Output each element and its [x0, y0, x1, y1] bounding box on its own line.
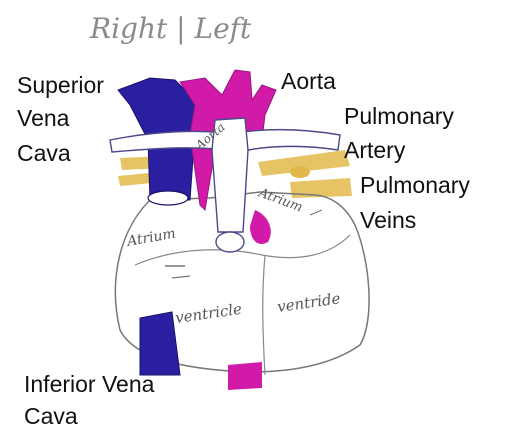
side-orientation-label: Right | Left [90, 12, 251, 45]
septum-line [263, 255, 265, 375]
superior-vena-cava-label-line1: Superior [17, 69, 104, 101]
pulmonary-artery-label-line2: Artery [344, 134, 405, 166]
superior-vena-cava-label-line2: Vena [17, 102, 69, 134]
pulmonary-veins-label-line1: Pulmonary [360, 169, 470, 201]
superior-vena-cava-label-line3: Cava [17, 137, 71, 169]
right-atrium-label: Atrium [124, 226, 177, 251]
inferior-vena-cava-shape [140, 312, 180, 375]
descending-aorta-shape [228, 362, 262, 390]
pulmonary-artery-label-line1: Pulmonary [344, 100, 454, 132]
pulmonary-veins-label-line2: Veins [360, 204, 416, 236]
left-ventricle-label: ventride [276, 289, 341, 316]
right-ventricle-label: ventricle [174, 300, 243, 327]
aorta-label: Aorta [281, 65, 336, 97]
inferior-vena-cava-label-line1: Inferior Vena [24, 368, 154, 400]
inferior-vena-cava-label-line2: Cava [24, 400, 78, 432]
